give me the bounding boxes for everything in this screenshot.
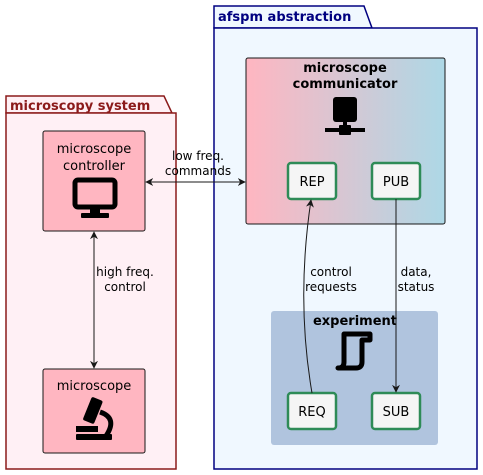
microscope-controller-label-line2: controller <box>63 159 126 174</box>
control-requests-edge: control requests <box>303 199 357 394</box>
communicator-title-line2: communicator <box>293 77 398 92</box>
control-requests-label-line1: control <box>310 265 352 279</box>
rep-port: REP <box>286 161 338 201</box>
req-port: REQ <box>286 391 338 431</box>
high-freq-control-edge: high freq. control <box>90 231 154 369</box>
req-port-label: REQ <box>298 405 325 420</box>
sub-port-label: SUB <box>383 405 410 420</box>
pub-port-label: PUB <box>383 175 409 190</box>
microscope-label: microscope <box>57 379 132 394</box>
afspm-abstraction-title: afspm abstraction <box>218 10 351 25</box>
communicator-title-line1: microscope <box>303 61 387 76</box>
microscopy-system-title: microscopy system <box>10 99 150 114</box>
data-status-label-line1: data, <box>401 265 432 279</box>
high-freq-label-line1: high freq. <box>96 265 154 279</box>
monitor-icon <box>72 177 118 218</box>
microscope-node: microscope <box>42 368 146 454</box>
high-freq-label-line2: control <box>104 280 146 294</box>
microscope-controller-node: microscope controller <box>42 130 146 232</box>
control-requests-label-line2: requests <box>305 280 357 294</box>
network-icon <box>325 97 365 135</box>
low-freq-label-line2: commands <box>165 164 231 178</box>
rep-port-label: REP <box>299 175 324 190</box>
script-icon <box>335 331 373 371</box>
pub-port: PUB <box>370 161 422 201</box>
low-freq-label-line1: low freq. <box>172 149 224 163</box>
sub-port: SUB <box>370 391 422 431</box>
microscope-controller-label-line1: microscope <box>57 142 132 157</box>
experiment-title: experiment <box>313 314 397 329</box>
microscope-icon <box>76 397 114 440</box>
low-freq-commands-edge: low freq. commands <box>145 149 246 186</box>
data-status-label-line2: status <box>398 280 435 294</box>
data-status-edge: data, status <box>392 199 435 393</box>
